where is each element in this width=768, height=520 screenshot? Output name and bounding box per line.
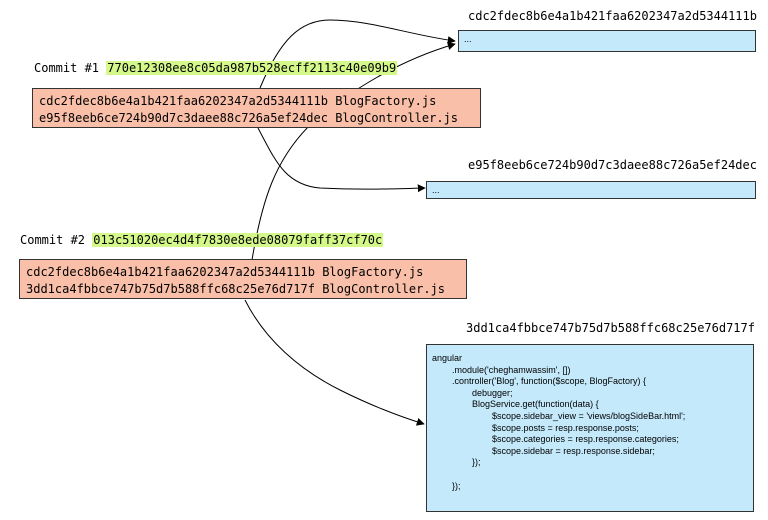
commit1-header: Commit #1 770e12308ee8c05da987b528ecff21… <box>34 61 398 75</box>
code-line: $scope.sidebar = resp.response.sidebar; <box>432 445 655 456</box>
blob2-content: ... <box>432 185 440 195</box>
commit2-hash: 013c51020ec4d4f7830e8ede08079faff37cf70c <box>92 233 384 247</box>
tree-entry: 3dd1ca4fbbce747b75d7b588ffc68c25e76d717f… <box>26 282 446 296</box>
commit1-tree: cdc2fdec8b6e4a1b421faa6202347a2d5344111b… <box>32 88 481 128</box>
blob1-content: ... <box>464 34 472 44</box>
tree-entry: cdc2fdec8b6e4a1b421faa6202347a2d5344111b… <box>39 94 437 108</box>
code-line: }); <box>432 457 481 468</box>
arrow-c1-blogfactory <box>259 19 456 89</box>
commit1-label: Commit #1 <box>34 61 100 75</box>
blob2-box: ... <box>426 181 756 199</box>
code-line: ​ <box>432 469 753 481</box>
blob3-code-box: angular .module('cheghamwassim', []) .co… <box>426 344 754 512</box>
code-line: $scope.sidebar_view = 'views/blogSideBar… <box>432 410 686 421</box>
blob3-hash: 3dd1ca4fbbce747b75d7b588ffc68c25e76d717f <box>466 321 755 335</box>
arrow-c1-blogcontroller <box>257 127 426 193</box>
code-line: .controller('Blog', function($scope, Blo… <box>432 376 647 387</box>
commit2-tree: cdc2fdec8b6e4a1b421faa6202347a2d5344111b… <box>19 259 467 299</box>
blob2-hash: e95f8eeb6ce724b90d7c3daee88c726a5ef24dec <box>468 158 757 172</box>
code-line: $scope.categories = resp.response.catego… <box>432 434 679 445</box>
code-line: angular <box>432 353 463 363</box>
blob1-box: ... <box>458 30 756 52</box>
code-line: .module('cheghamwassim', []) <box>432 364 571 375</box>
code-line: $scope.posts = resp.response.posts; <box>432 422 639 433</box>
arrow-c2-blogfactory <box>251 42 456 261</box>
tree-entry: e95f8eeb6ce724b90d7c3daee88c726a5ef24dec… <box>39 111 459 125</box>
blob1-hash: cdc2fdec8b6e4a1b421faa6202347a2d5344111b <box>468 9 757 23</box>
tree-entry: cdc2fdec8b6e4a1b421faa6202347a2d5344111b… <box>26 265 424 279</box>
commit1-hash: 770e12308ee8c05da987b528ecff2113c40e09b9 <box>106 61 398 75</box>
commit2-header: Commit #2 013c51020ec4d4f7830e8ede08079f… <box>20 233 384 247</box>
arrow-c2-blogcontroller <box>244 299 425 426</box>
code-line: debugger; <box>432 387 513 398</box>
commit2-label: Commit #2 <box>20 233 86 247</box>
code-line: BlogService.get(function(data) { <box>432 399 599 410</box>
code-line: }); <box>432 480 461 491</box>
